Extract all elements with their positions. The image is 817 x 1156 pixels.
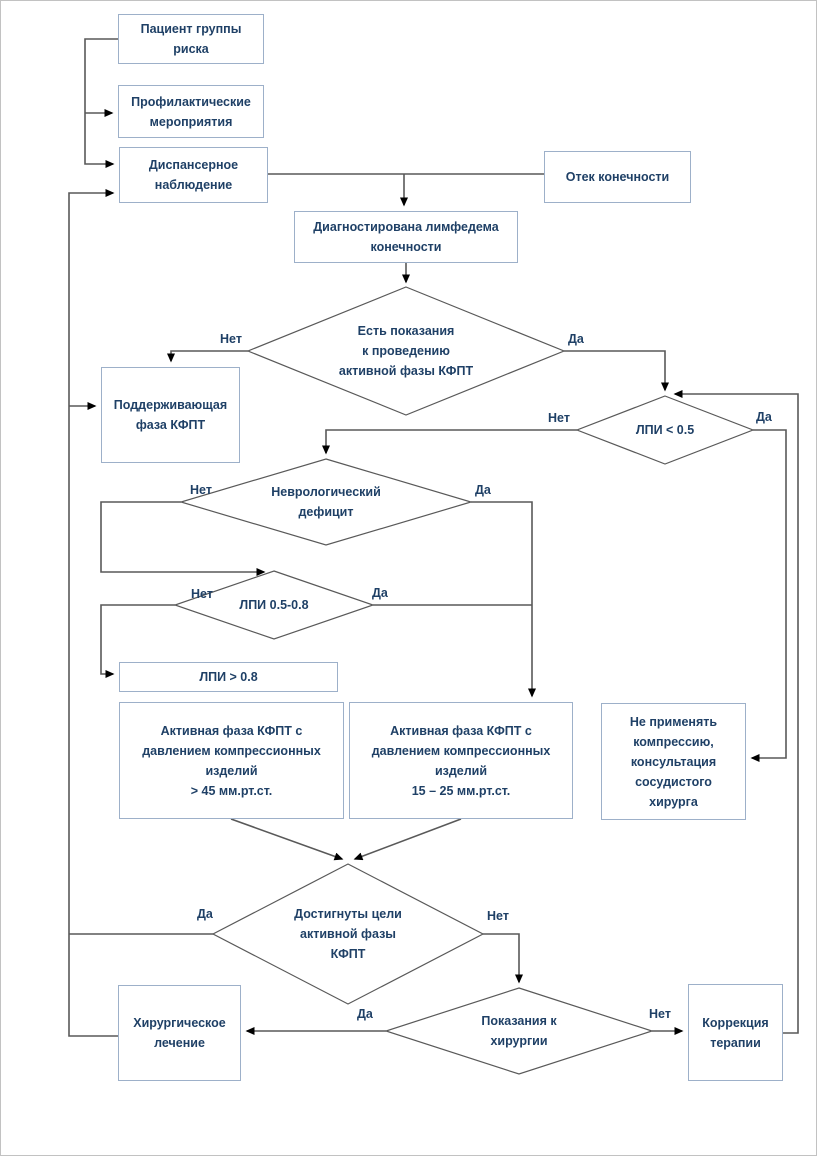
node-diagnosed: Диагностирована лимфедема конечности	[294, 211, 518, 263]
edge-label-neuro-yes: Да	[475, 483, 491, 497]
edge-lpi05-yes	[750, 429, 787, 762]
node-dispensary: Диспансерное наблюдение	[119, 147, 268, 203]
edge-label-lpi05-yes: Да	[756, 410, 772, 424]
edge-label-indications-no: Нет	[220, 332, 242, 346]
edge-active45-goals	[230, 818, 344, 861]
edge-label-goals-yes: Да	[197, 907, 213, 921]
edge-label-indications-yes: Да	[568, 332, 584, 346]
node-active-45: Активная фаза КФПТ с давлением компресси…	[119, 702, 344, 819]
decision-lpi0508-shape	[173, 570, 375, 640]
edge-surgery-feedback	[68, 189, 118, 1037]
node-patient-risk: Пациент группы риска	[118, 14, 264, 64]
edge-label-surg-no: Нет	[649, 1007, 671, 1021]
edge-label-lpi0508-yes: Да	[372, 586, 388, 600]
node-edema: Отек конечности	[544, 151, 691, 203]
edge-lpi05-no	[322, 429, 577, 455]
edge-label-goals-no: Нет	[487, 909, 509, 923]
edge-label-lpi0508-no: Нет	[191, 587, 213, 601]
node-lpi-over-08: ЛПИ > 0.8	[119, 662, 338, 692]
edge-goals-no	[483, 933, 523, 984]
edge-indications-no	[167, 350, 248, 363]
edge-active1525-goals	[353, 818, 462, 861]
decision-lpi05-shape	[575, 395, 755, 465]
edge-lpi0508-no	[100, 604, 175, 678]
edge-neuro-yes	[471, 501, 536, 698]
decision-neuro-shape	[178, 458, 474, 546]
edge-neuro-no	[100, 501, 266, 576]
edge-patient-bracket	[84, 38, 118, 168]
node-surgery: Хирургическое лечение	[118, 985, 241, 1081]
node-correction: Коррекция терапии	[688, 984, 783, 1081]
decision-goals-shape	[211, 863, 485, 1005]
node-active-15-25: Активная фаза КФПТ с давлением компресси…	[349, 702, 573, 819]
decision-indications-shape	[246, 286, 566, 416]
edge-correction-loop	[673, 390, 799, 1034]
node-no-compression: Не применять компрессию, консультация со…	[601, 703, 746, 820]
edge-label-surg-yes: Да	[357, 1007, 373, 1021]
node-support-phase: Поддерживающая фаза КФПТ	[101, 367, 240, 463]
edge-indications-yes	[564, 350, 669, 392]
node-prophylaxis: Профилактические мероприятия	[118, 85, 264, 138]
edge-label-neuro-no: Нет	[190, 483, 212, 497]
edge-label-lpi05-no: Нет	[548, 411, 570, 425]
decision-surgindic-shape	[384, 987, 654, 1075]
